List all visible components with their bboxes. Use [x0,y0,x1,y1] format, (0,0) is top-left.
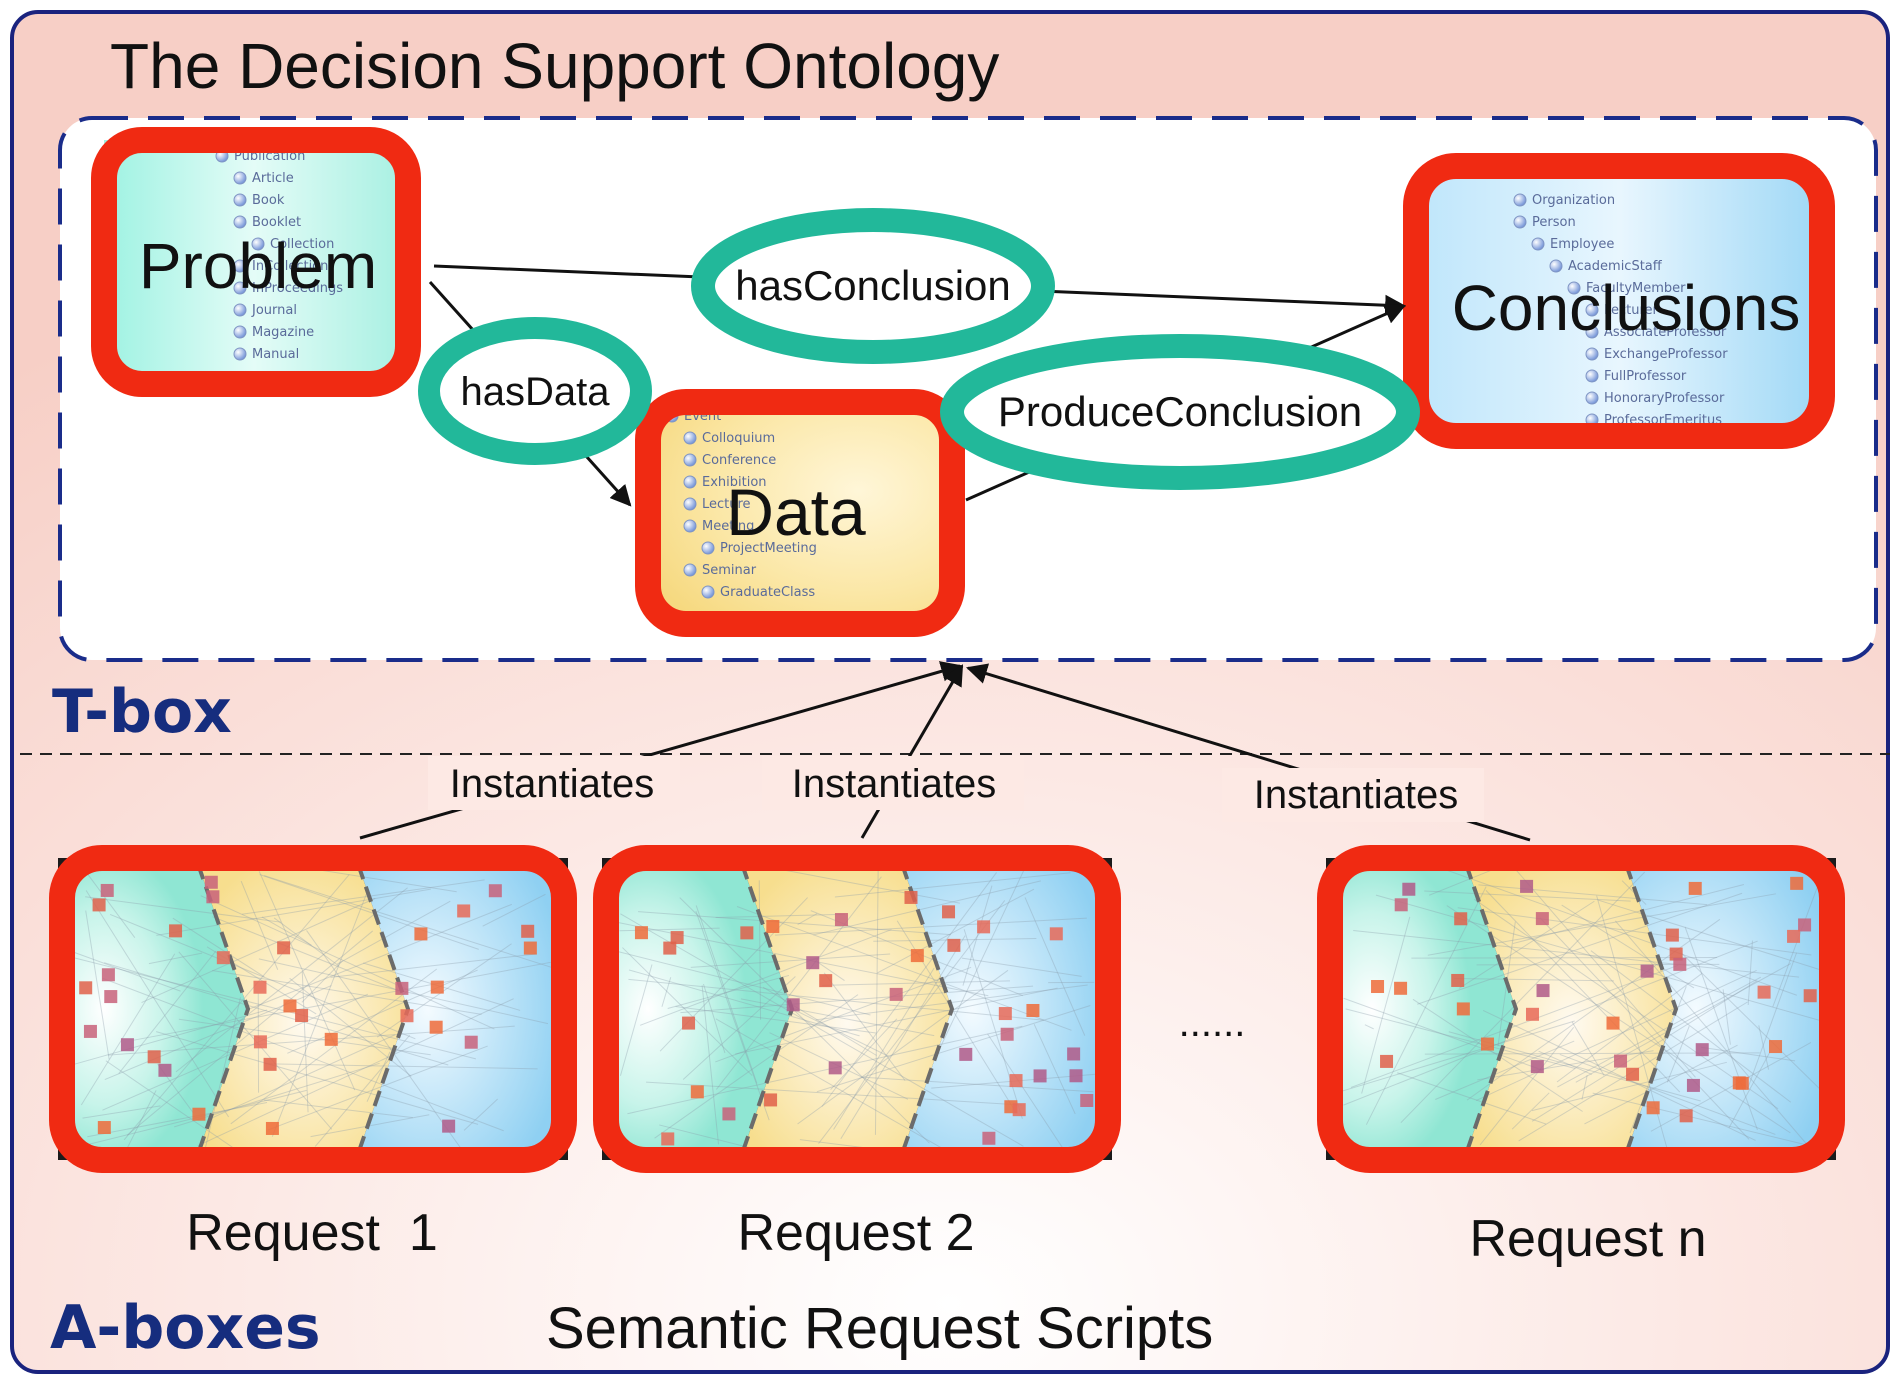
tree-node-label: Manual [252,347,299,362]
conclusions-node: OrganizationPersonEmployeeAcademicStaffF… [1416,166,1822,436]
tree-node-label: Booklet [252,215,301,230]
tree-node-label: Employee [1550,237,1614,252]
tree-node-label: Seminar [702,563,757,578]
tree-node-icon [234,304,246,316]
relation-has-data-label: hasData [461,370,611,414]
tree-node-icon [1532,238,1544,250]
relation-has-conclusion: hasConclusion [703,220,1043,352]
tree-node-label: Colloquium [702,431,775,446]
tree-node-icon [234,194,246,206]
relation-has-conclusion-label: hasConclusion [735,262,1011,309]
tree-node-icon [234,172,246,184]
tree-node-icon [702,542,714,554]
request-n-thumbnail [1326,858,1836,1160]
tree-node-icon [684,432,696,444]
instantiates-label-3: Instantiates [1254,773,1459,817]
tree-node-icon [234,348,246,360]
tree-node-label: HonoraryProfessor [1604,391,1725,406]
scripts-label: Semantic Request Scripts [546,1296,1213,1361]
tree-node-icon [1586,392,1598,404]
problem-label: Problem [139,230,377,302]
request-1-label: Request 1 [186,1204,438,1262]
tree-node-icon [234,326,246,338]
data-label: Data [726,475,866,549]
request-n-label: Request n [1469,1210,1706,1268]
request-2-thumbnail [602,858,1112,1160]
tree-node-icon [1586,370,1598,382]
requests-ellipsis: ...... [1179,1001,1246,1045]
tree-node-label: Magazine [252,325,314,340]
tree-node-icon [684,498,696,510]
tree-node-label: Article [252,171,294,186]
tree-node-icon [684,476,696,488]
tree-node-label: Book [252,193,285,208]
data-node: EventColloquiumConferenceExhibitionLectu… [648,402,952,624]
tree-node-label: GraduateClass [720,585,815,600]
problem-node: PublicationArticleBookBookletCollectionI… [104,140,408,384]
tree-node-label: ExchangeProfessor [1604,347,1728,362]
tree-node-label: FullProfessor [1604,369,1687,384]
tree-node-label: Organization [1532,193,1615,208]
tree-node-icon [1586,348,1598,360]
tree-node-icon [1514,216,1526,228]
tbox-label: T-box [52,677,232,747]
aboxes-label: A-boxes [50,1293,321,1363]
instantiates-label-1-group: Instantiates [428,756,680,810]
tree-node-icon [1514,194,1526,206]
tree-node-icon [684,520,696,532]
tree-node-icon [684,454,696,466]
tree-node-icon [1550,260,1562,272]
request-1-thumbnail [58,858,568,1160]
instantiates-label-3-group: Instantiates [1222,768,1484,822]
tree-node-icon [684,564,696,576]
relation-produce-conclusion: ProduceConclusion [952,346,1408,478]
diagram-title: The Decision Support Ontology [110,30,999,102]
tree-node-label: Conference [702,453,776,468]
tree-node-icon [234,216,246,228]
tree-node-icon [702,586,714,598]
relation-has-data: hasData [429,328,641,454]
instantiates-label-2: Instantiates [792,762,997,806]
tree-node-label: Journal [251,303,297,318]
request-2-label: Request 2 [737,1204,974,1262]
instantiates-label-1: Instantiates [450,762,655,806]
tree-node-label: Person [1532,215,1576,230]
instantiates-label-2-group: Instantiates [762,756,1024,810]
relation-produce-conclusion-label: ProduceConclusion [998,388,1362,435]
conclusions-label: Conclusions [1452,272,1801,344]
